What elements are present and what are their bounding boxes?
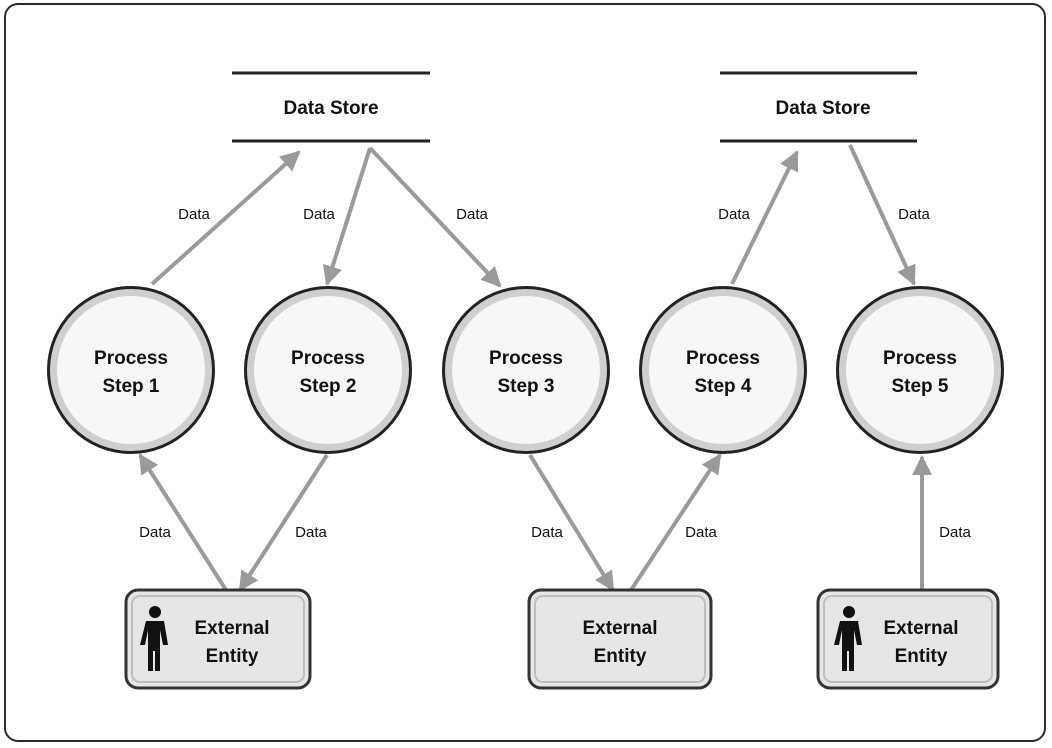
flow-arrow-entity1-to-p1[interactable] — [138, 453, 228, 592]
flow-arrow-p3-to-entity2[interactable] — [528, 453, 615, 592]
process-label-line2: Step 4 — [694, 376, 751, 397]
flow-label: Data — [456, 206, 488, 223]
process-step-1[interactable]: Process Step 1 — [47, 286, 215, 454]
data-store-label: Data Store — [283, 98, 378, 119]
flow-label: Data — [178, 206, 210, 223]
process-step-3[interactable]: Process Step 3 — [442, 286, 610, 454]
process-inner — [452, 296, 600, 444]
data-store-2[interactable]: Data Store — [720, 71, 917, 143]
entity-label-line1: External — [195, 618, 270, 639]
entity-label-line1: External — [583, 618, 658, 639]
entity-box — [527, 588, 713, 690]
flow-arrow-store2-to-p5[interactable] — [848, 144, 916, 286]
process-label-line1: Process — [686, 348, 760, 369]
process-label-line2: Step 5 — [891, 376, 948, 397]
external-entity-3[interactable]: External Entity — [816, 588, 1000, 690]
process-label-line2: Step 3 — [497, 376, 554, 397]
flow-arrow-p1-to-store1[interactable] — [150, 150, 301, 286]
process-inner — [57, 296, 205, 444]
entity-label-line1: External — [884, 618, 959, 639]
entity-label-line2: Entity — [594, 646, 647, 667]
entity-inner-border — [534, 595, 706, 683]
flow-label: Data — [898, 206, 930, 223]
flow-label: Data — [939, 524, 971, 541]
process-label-line1: Process — [489, 348, 563, 369]
process-inner — [846, 296, 994, 444]
process-step-4[interactable]: Process Step 4 — [639, 286, 807, 454]
entity-label-line2: Entity — [895, 646, 948, 667]
flow-label: Data — [295, 524, 327, 541]
flow-label: Data — [685, 524, 717, 541]
flow-arrow-p4-to-store2[interactable] — [730, 150, 799, 285]
entity-label-line2: Entity — [206, 646, 259, 667]
process-inner — [649, 296, 797, 444]
process-step-5[interactable]: Process Step 5 — [836, 286, 1004, 454]
process-label-line2: Step 1 — [102, 376, 159, 397]
data-store-label: Data Store — [775, 98, 870, 119]
process-label-line2: Step 2 — [299, 376, 356, 397]
flow-arrow-store1-to-p3[interactable] — [368, 146, 502, 288]
entity-inner-border — [131, 595, 305, 683]
process-label-line1: Process — [291, 348, 365, 369]
data-store-1[interactable]: Data Store — [232, 71, 430, 143]
entity-box — [816, 588, 1000, 690]
person-icon — [140, 606, 168, 671]
flow-label: Data — [139, 524, 171, 541]
flow-arrow-p2-to-entity1[interactable] — [238, 453, 329, 592]
process-step-2[interactable]: Process Step 2 — [244, 286, 412, 454]
process-label-line1: Process — [883, 348, 957, 369]
external-entity-1[interactable]: External Entity — [124, 588, 312, 690]
flow-arrow-entity2-to-p4[interactable] — [629, 453, 722, 592]
entity-box — [124, 588, 312, 690]
flow-label: Data — [303, 206, 335, 223]
external-entity-2[interactable]: External Entity — [527, 588, 713, 690]
process-inner — [254, 296, 402, 444]
flow-label: Data — [531, 524, 563, 541]
process-label-line1: Process — [94, 348, 168, 369]
flow-label: Data — [718, 206, 750, 223]
entity-inner-border — [823, 595, 993, 683]
person-icon — [834, 606, 862, 671]
flow-arrow-store1-to-p2[interactable] — [322, 147, 372, 286]
